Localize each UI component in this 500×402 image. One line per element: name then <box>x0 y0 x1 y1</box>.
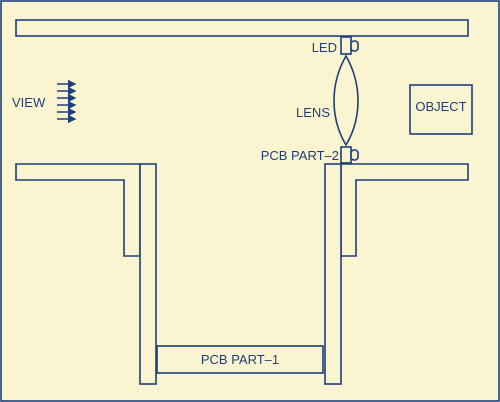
led-label: LED <box>312 40 337 55</box>
lens-shape <box>333 54 359 147</box>
view-label: VIEW <box>12 95 46 110</box>
right-post <box>324 163 342 385</box>
top-shelf <box>15 19 469 37</box>
view-arrows-icon <box>57 79 77 124</box>
object-box <box>409 84 473 135</box>
pcb-part-1-board <box>156 345 324 374</box>
led-component <box>340 36 359 55</box>
pcb-part-2-component <box>340 146 359 164</box>
object-label: OBJECT <box>415 99 466 114</box>
pcb-part-2-label: PCB PART–2 <box>261 148 339 163</box>
pcb-part-1-label: PCB PART–1 <box>201 352 279 367</box>
lens-label: LENS <box>296 105 330 120</box>
left-post <box>139 163 157 385</box>
